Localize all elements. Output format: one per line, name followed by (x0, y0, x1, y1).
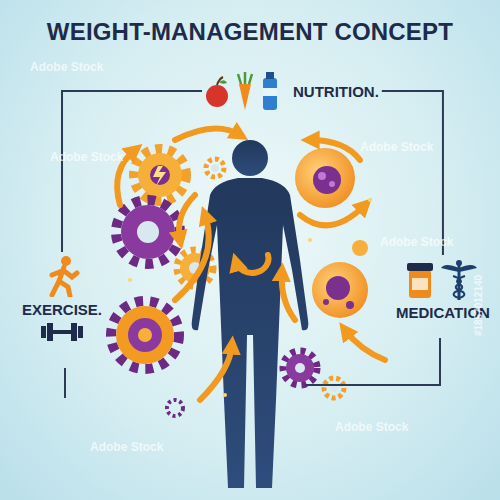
concept-label: EXERCISE. (22, 301, 102, 318)
food-icons (205, 70, 283, 112)
watermark: Adobe Stock (50, 150, 123, 164)
title: WEIGHT-MANAGEMENT CONCEPT (0, 18, 500, 46)
dumbbell-icon (39, 322, 85, 342)
runner-icon (44, 255, 80, 297)
watermark: Adobe Stock (360, 140, 433, 154)
stock-id: #1857012140 (473, 275, 484, 336)
concept-node: EXERCISE. (22, 255, 102, 342)
medication-icons (405, 258, 481, 300)
watermark: Adobe Stock (380, 235, 453, 249)
watermark: Adobe Stock (335, 420, 408, 434)
watermark: Adobe Stock (30, 60, 103, 74)
connector-line (62, 91, 202, 252)
connector-line (382, 91, 443, 255)
concept-label: NUTRITION. (293, 83, 379, 100)
watermark: Adobe Stock (90, 440, 163, 454)
concept-node: NUTRITION. (205, 70, 379, 112)
